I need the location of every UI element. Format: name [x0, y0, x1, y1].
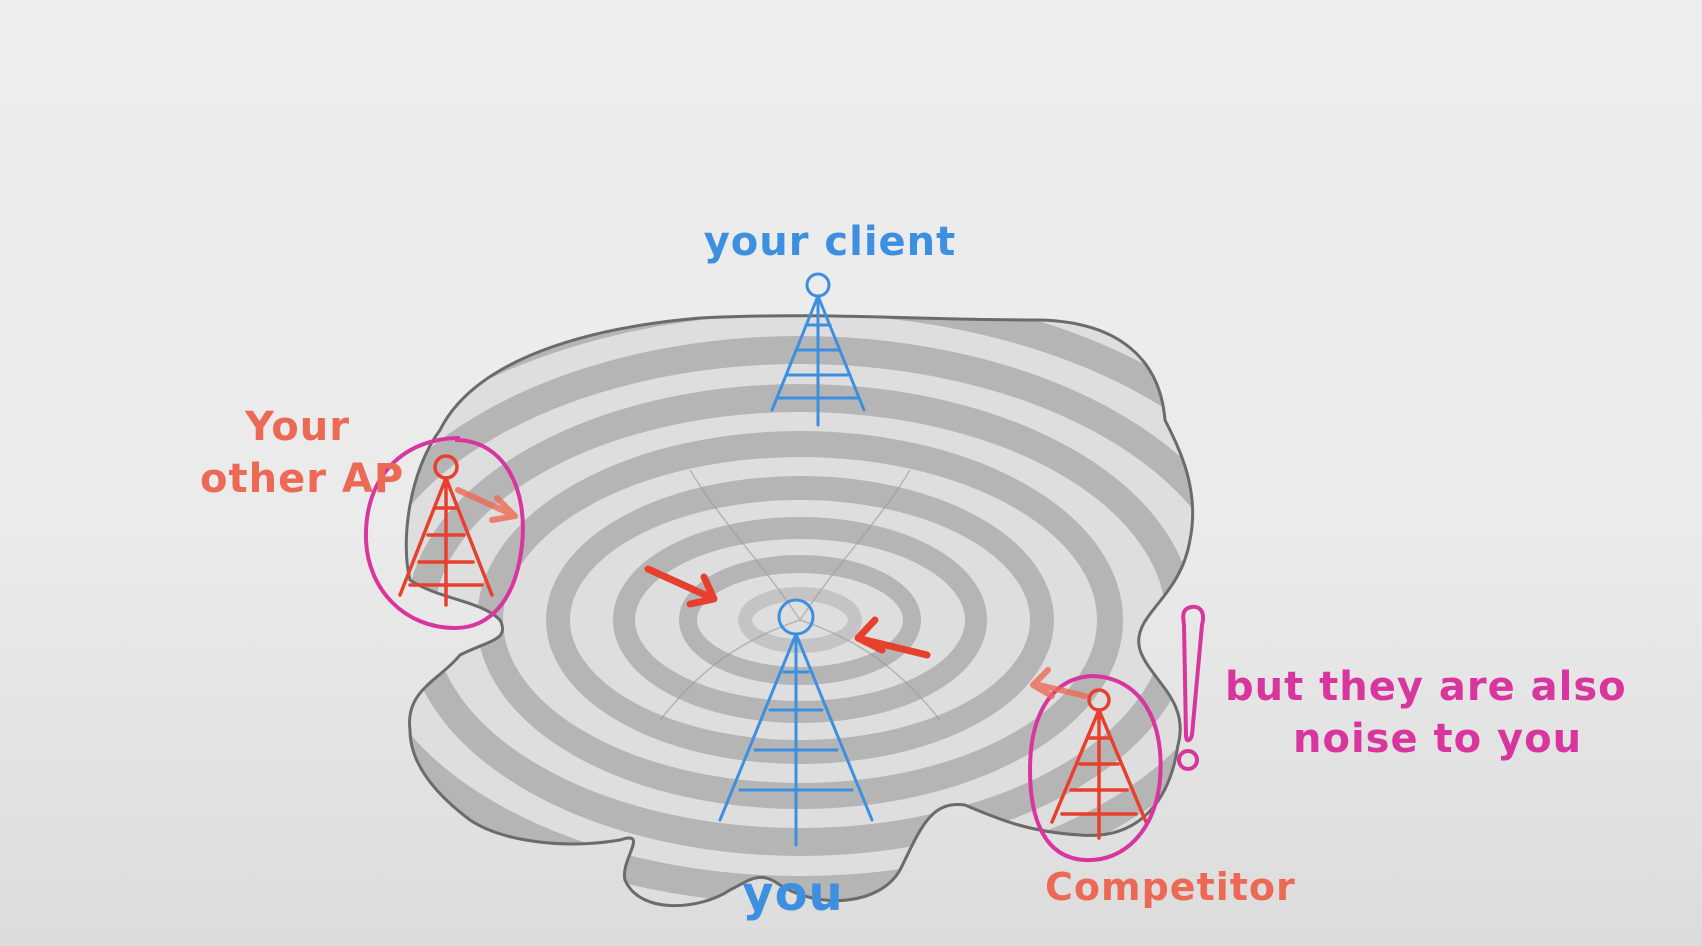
- other-ap-label-line1: Your: [244, 404, 350, 450]
- competitor-label: Competitor: [1045, 865, 1296, 909]
- interference-arrow-left: [644, 565, 718, 608]
- note-label-line1: but they are also: [1225, 664, 1627, 710]
- note-label-line2: noise to you: [1293, 716, 1582, 762]
- competitor-antenna-icon: [1050, 688, 1148, 840]
- exclamation-icon: [1177, 604, 1205, 771]
- client-antenna-icon: [770, 272, 866, 427]
- interference-arrow-right: [854, 616, 931, 659]
- other-ap-signal-arrow: [455, 487, 518, 523]
- other-ap-antenna-icon: [398, 454, 494, 607]
- client-label: your client: [704, 219, 957, 265]
- competitor-highlight-circle: [1027, 674, 1163, 863]
- competitor-signal-arrow: [1030, 667, 1088, 699]
- other-ap-label-line2: other AP: [200, 456, 404, 502]
- you-label: you: [742, 866, 843, 922]
- radiation-bands: [406, 315, 1193, 906]
- you-antenna-icon: [718, 598, 874, 847]
- other-ap-highlight-circle: [363, 436, 525, 631]
- radiation-pattern: [404, 314, 1195, 908]
